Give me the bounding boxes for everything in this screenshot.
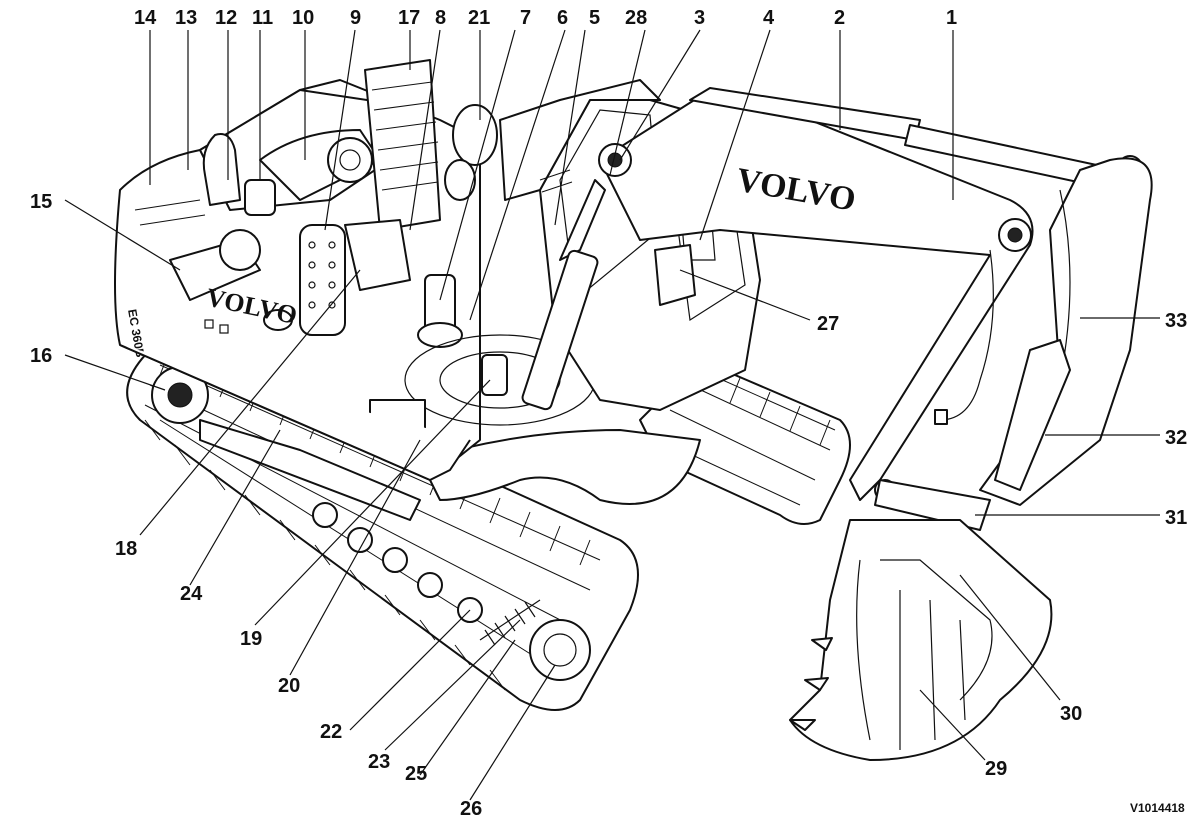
callout-19: 19 bbox=[240, 628, 262, 650]
callout-9: 9 bbox=[350, 7, 361, 29]
upper-structure: VOLVO EC 360B bbox=[114, 59, 596, 481]
callout-5: 5 bbox=[589, 7, 600, 29]
callout-1: 1 bbox=[946, 7, 957, 29]
callout-31: 31 bbox=[1165, 507, 1187, 529]
callout-26: 26 bbox=[460, 798, 482, 820]
callout-3: 3 bbox=[694, 7, 705, 29]
callout-2: 2 bbox=[834, 7, 845, 29]
callout-labels: 1 2 3 4 5 6 7 8 9 10 11 12 13 14 15 16 1… bbox=[30, 7, 1187, 820]
callout-13: 13 bbox=[175, 7, 197, 29]
undercarriage bbox=[126, 344, 851, 711]
callout-16: 16 bbox=[30, 345, 52, 367]
callout-28: 28 bbox=[625, 7, 647, 29]
bucket bbox=[789, 519, 1053, 761]
callout-7: 7 bbox=[520, 7, 531, 29]
callout-24: 24 bbox=[180, 583, 203, 605]
leader-lines bbox=[64, 29, 1160, 801]
callout-12: 12 bbox=[215, 7, 237, 29]
callout-11: 11 bbox=[252, 7, 273, 29]
callout-29: 29 bbox=[985, 758, 1007, 780]
callout-6: 6 bbox=[557, 7, 568, 29]
callout-27: 27 bbox=[817, 313, 839, 335]
callout-33: 33 bbox=[1165, 310, 1187, 332]
callout-22: 22 bbox=[320, 721, 342, 743]
callout-25: 25 bbox=[405, 763, 427, 785]
callout-4: 4 bbox=[763, 7, 775, 29]
callout-18: 18 bbox=[115, 538, 137, 560]
callout-20: 20 bbox=[278, 675, 300, 697]
callout-10: 10 bbox=[292, 7, 314, 29]
reference-code: V1014418 bbox=[1130, 801, 1185, 815]
callout-21: 21 bbox=[468, 7, 490, 29]
callout-14: 14 bbox=[134, 7, 157, 29]
callout-32: 32 bbox=[1165, 427, 1187, 449]
callout-15: 15 bbox=[30, 191, 52, 213]
callout-8: 8 bbox=[435, 7, 446, 29]
callout-30: 30 bbox=[1060, 703, 1082, 725]
callout-17: 17 bbox=[398, 7, 420, 29]
callout-23: 23 bbox=[368, 751, 390, 773]
boom bbox=[599, 89, 1034, 501]
right-track bbox=[639, 359, 851, 525]
